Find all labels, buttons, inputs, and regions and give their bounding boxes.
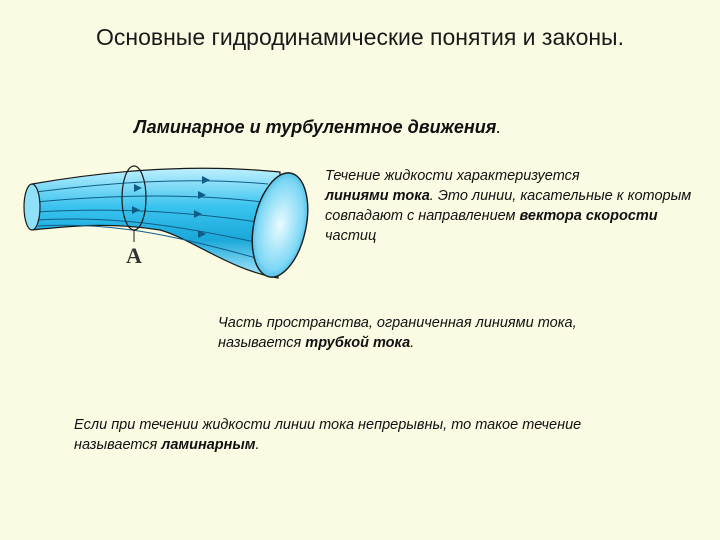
p1-text1: Течение жидкости характеризуется bbox=[325, 168, 580, 184]
p2-text2: . bbox=[410, 335, 415, 351]
tube-body bbox=[31, 167, 281, 279]
section-subtitle: Ламинарное и турбулентное движения. bbox=[134, 117, 501, 138]
stream-tube-figure: A bbox=[23, 165, 309, 279]
p3-text2: . bbox=[255, 437, 260, 453]
p3-bold-laminar: ламинарным bbox=[161, 437, 256, 453]
p1-bold-velocity: вектора скорости bbox=[519, 208, 658, 224]
stream-lines bbox=[35, 180, 269, 259]
paragraph-streamlines: Течение жидкости характеризуется линиями … bbox=[325, 166, 705, 246]
paragraph-stream-tube: Часть пространства, ограниченная линиями… bbox=[218, 313, 638, 353]
p1-bold-streamlines: линиями тока bbox=[325, 188, 430, 204]
slide-title: Основные гидродинамические понятия и зак… bbox=[96, 24, 624, 50]
outlet-mouth bbox=[251, 172, 309, 278]
subtitle-text: Ламинарное и турбулентное движения bbox=[134, 117, 497, 137]
paragraph-laminar: Если при течении жидкости линии тока неп… bbox=[74, 415, 634, 455]
p2-bold-tube: трубкой тока bbox=[305, 335, 411, 351]
p1-text3: частиц bbox=[325, 228, 377, 244]
subtitle-dot: . bbox=[496, 117, 502, 137]
p3-text1: Если при течении жидкости линии тока неп… bbox=[74, 417, 582, 453]
p1-text2: . Это линии, касательные к которым совпа… bbox=[325, 188, 692, 224]
inlet-section bbox=[23, 183, 41, 231]
flow-arrows bbox=[132, 176, 210, 238]
section-label: A bbox=[126, 243, 142, 268]
p2-text1: Часть пространства, ограниченная линиями… bbox=[218, 315, 577, 351]
